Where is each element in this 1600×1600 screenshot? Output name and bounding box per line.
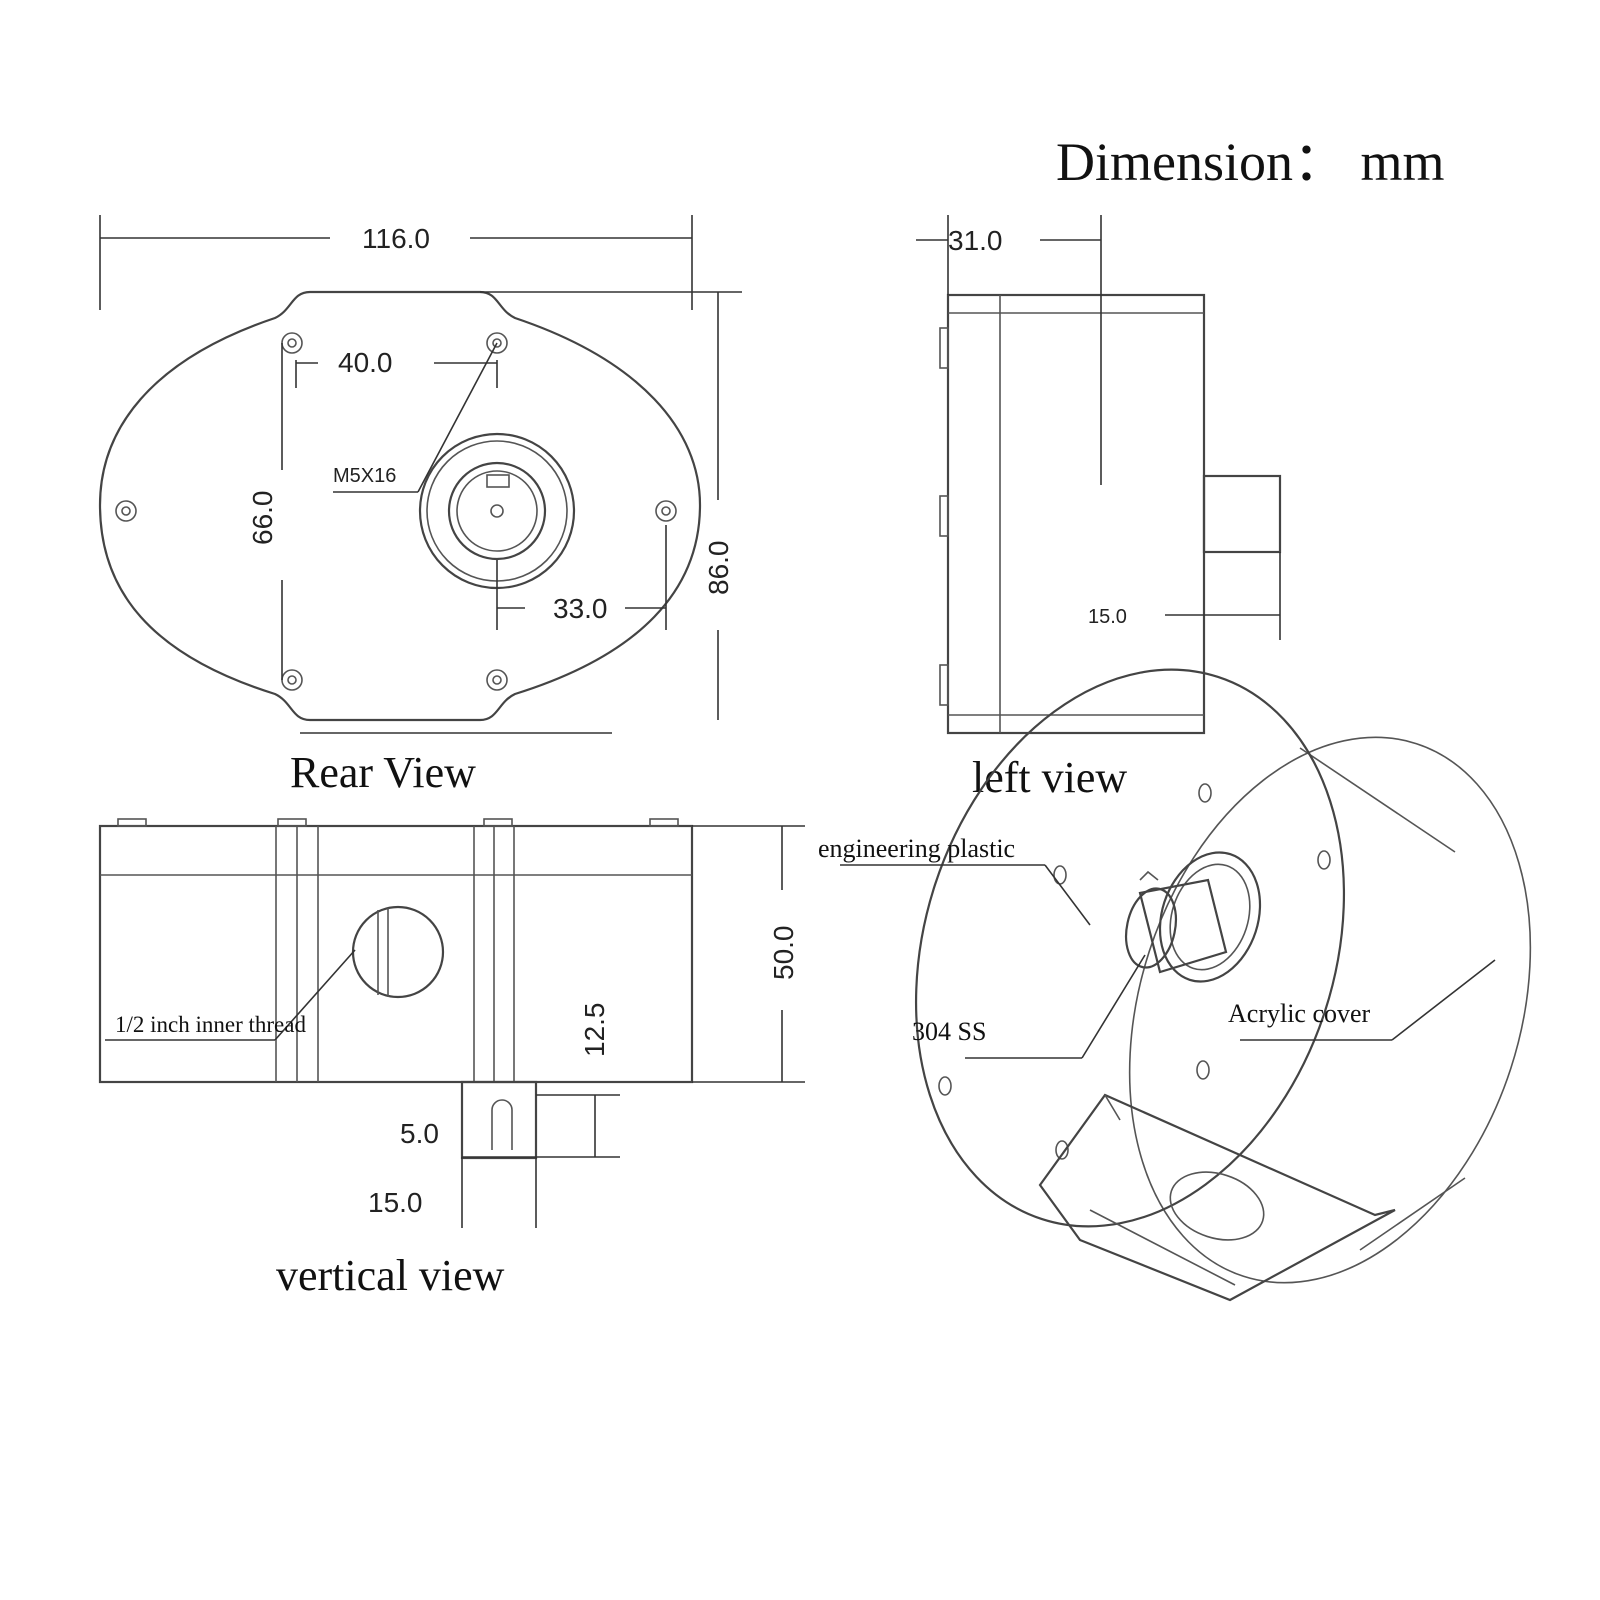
view-title-rear: Rear View [290, 748, 476, 797]
view-title-vertical: vertical view [276, 1251, 505, 1300]
rear-housing-outline [98, 290, 702, 722]
dim-vert-inset: 12.5 [579, 1003, 610, 1058]
vertical-view: 1/2 inch inner thread 12.5 50.0 5.0 15.0… [98, 818, 805, 1300]
units-heading: Dimension： mm [1056, 132, 1445, 192]
threaded-port [351, 905, 445, 999]
iso-mounting-base [1038, 1093, 1396, 1302]
dim-left-shaft-length: 15.0 [1088, 606, 1127, 628]
mounting-hole [115, 500, 137, 522]
left-view: 31.0 15.0 left view [916, 215, 1282, 802]
iso-front-face [914, 668, 1346, 1228]
dim-left-depth: 31.0 [948, 225, 1003, 256]
body-material-label: engineering plastic [818, 834, 1015, 863]
mounting-hole [486, 669, 508, 691]
rear-view: 116.0 40.0 M5X16 66.0 33.0 86.0 Rear Vie… [98, 215, 742, 797]
mounting-hole [281, 332, 303, 354]
vertical-housing-body [98, 824, 694, 1084]
dim-shaft-offset: 33.0 [553, 593, 608, 624]
dim-rear-width: 116.0 [362, 223, 430, 254]
bottom-tab [460, 1080, 538, 1160]
dim-tab-height: 5.0 [400, 1118, 439, 1149]
dim-vert-height: 50.0 [768, 926, 799, 981]
isometric-view: engineering plastic 304 SS Acrylic cover [818, 668, 1532, 1302]
screw-spec-label: M5X16 [333, 465, 396, 487]
shaft-material-label: 304 SS [912, 1017, 986, 1046]
mounting-hole [281, 669, 303, 691]
left-housing-body [946, 293, 1206, 735]
dim-tab-width: 15.0 [368, 1187, 423, 1218]
mounting-hole [655, 500, 677, 522]
view-title-left: left view [972, 753, 1127, 802]
cover-material-label: Acrylic cover [1228, 999, 1371, 1028]
dim-rear-height: 86.0 [703, 541, 734, 596]
left-shaft [1202, 474, 1282, 554]
thread-annotation: 1/2 inch inner thread [115, 1012, 306, 1037]
dim-hole-spacing-h: 40.0 [338, 347, 393, 378]
dim-hole-spacing-v: 66.0 [247, 491, 278, 546]
iso-shaft [1124, 851, 1262, 983]
mounting-hole [486, 332, 508, 354]
